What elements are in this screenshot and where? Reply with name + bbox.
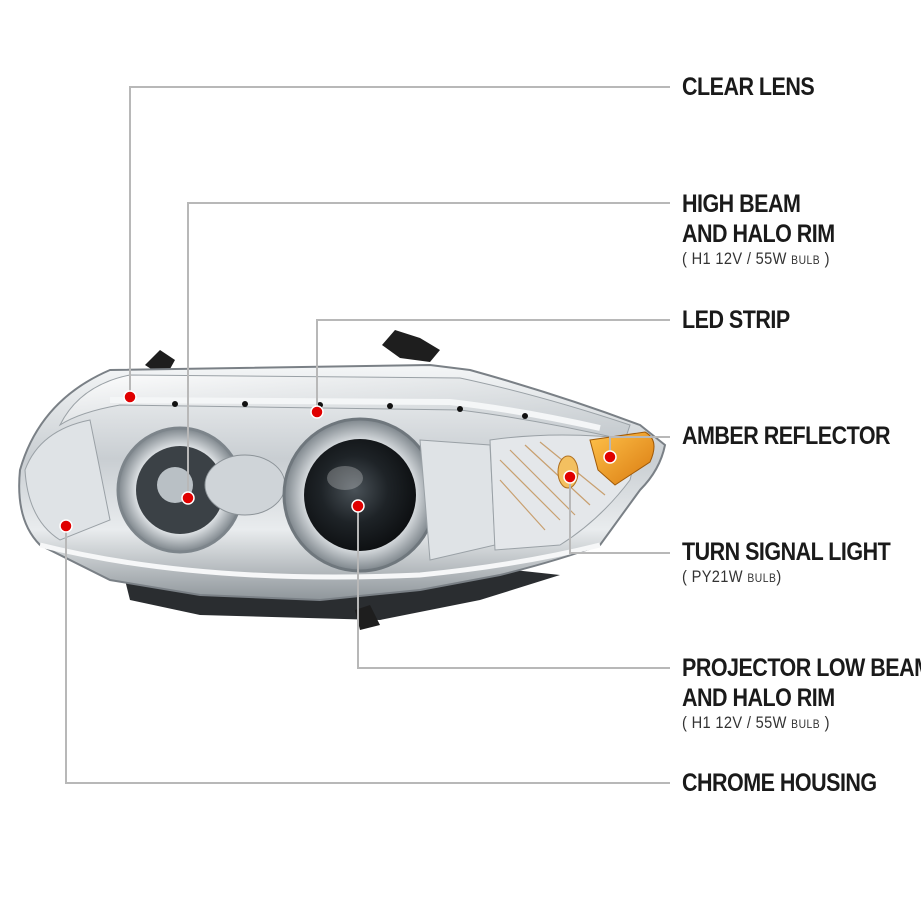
spec-close: ) [824,713,830,732]
led-strip-shape [109,397,601,431]
leader-clear-lens [129,86,670,397]
label-clear-lens-title: CLEAR LENS [682,73,815,101]
label-turn-signal-title: TURN SIGNAL LIGHT [682,538,891,566]
label-led-strip: LED STRIP [682,305,790,335]
marker-projector [351,499,365,513]
leader-high-beam [187,202,670,498]
label-projector-low-beam: PROJECTOR LOW BEAM AND HALO RIM ( H1 12V… [682,653,921,734]
spec-text: ( H1 12V / 55W [682,249,787,268]
marker-led-strip [310,405,324,419]
spec-text: ( PY21W [682,567,743,586]
marker-clear-lens [123,390,137,404]
label-turn-signal-spec: ( PY21W BULB) [682,567,890,588]
amber-reflector-shape [589,431,655,486]
label-projector-line1: PROJECTOR LOW BEAM [682,654,921,682]
label-high-beam-spec: ( H1 12V / 55W BULB ) [682,249,835,270]
label-projector-line2: AND HALO RIM [682,684,835,712]
label-high-beam-line1: HIGH BEAM [682,190,801,218]
mounting-tab [355,605,380,630]
marker-high-beam [181,491,195,505]
lower-chrome-sweep [39,542,601,580]
label-high-beam-line2: AND HALO RIM [682,220,835,248]
label-clear-lens: CLEAR LENS [682,72,815,102]
label-amber-reflector-title: AMBER REFLECTOR [682,422,891,450]
leader-led-strip [316,319,670,412]
label-turn-signal: TURN SIGNAL LIGHT ( PY21W BULB) [682,537,891,588]
leader-chrome-housing [65,526,670,784]
marker-chrome-housing [59,519,73,533]
marker-amber-reflector [603,450,617,464]
spec-text: ( H1 12V / 55W [682,713,787,732]
label-high-beam: HIGH BEAM AND HALO RIM ( H1 12V / 55W BU… [682,189,835,270]
marker-turn-signal [563,470,577,484]
led-dots [172,401,528,419]
spec-bulb: BULB [791,717,821,731]
label-chrome-housing: CHROME HOUSING [682,768,877,798]
clear-lens-band [58,374,631,441]
spec-close: ) [776,567,782,586]
spec-close: ) [824,249,830,268]
projector-highlight [327,466,363,490]
leader-amber-reflector [609,436,670,457]
mounting-tab [382,330,440,362]
inner-reflector-left [24,419,111,541]
label-chrome-housing-title: CHROME HOUSING [682,769,877,797]
leader-turn-signal [569,477,670,554]
label-amber-reflector: AMBER REFLECTOR [682,421,891,451]
label-led-strip-title: LED STRIP [682,306,790,334]
spec-bulb: BULB [747,571,777,585]
leader-projector [357,506,670,669]
projector-lens [304,439,416,551]
label-projector-spec: ( H1 12V / 55W BULB ) [682,713,921,734]
spec-bulb: BULB [791,253,821,267]
